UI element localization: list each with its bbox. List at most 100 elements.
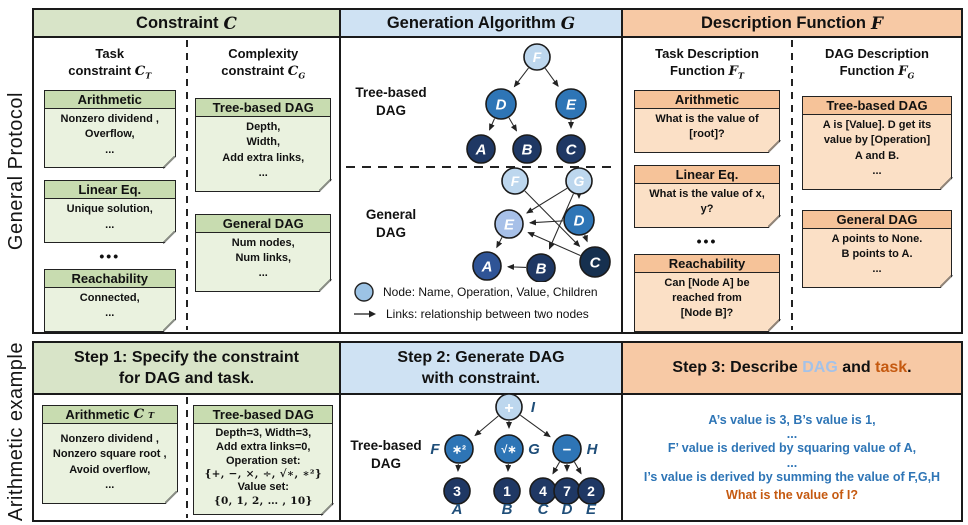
arithmetic-example-panel: Step 1: Specify the constraint for DAG a… — [32, 341, 963, 522]
note-reachability-description: Reachability Can [Node A] be reached fro… — [634, 253, 781, 333]
svg-text:G: G — [528, 441, 540, 458]
note-arithmetic-description: Arithmetic What is the value of [root]? — [634, 89, 781, 154]
note-line: Num links, — [235, 251, 292, 264]
note-line: Operation set: — [225, 454, 301, 467]
link-arrow-icon — [354, 310, 376, 318]
folded-corner — [767, 140, 781, 154]
note-title: General DAG — [196, 214, 331, 233]
note-line: Connected, — [79, 291, 140, 304]
folded-corner — [320, 502, 334, 516]
note-line: Can [Node A] be — [664, 276, 750, 289]
svg-text:D: D — [574, 212, 585, 229]
note-tree-dag-constraint: Tree-based DAG Depth, Width, Add extra l… — [195, 97, 332, 193]
step3-column: Step 3: Describe DAG and task. A’s value… — [621, 343, 961, 520]
note-title: Arithmetic — [44, 90, 175, 109]
description-body: Task Description Function FT Arithmetic … — [623, 38, 961, 333]
note-line: B points to A. — [841, 247, 913, 260]
description-line: F’ value is derived by squaring value of… — [667, 441, 917, 456]
note-line: ... — [258, 267, 268, 280]
task-question-line: What is the value of I? — [726, 487, 858, 502]
note-line: y? — [700, 203, 714, 216]
note-line: Avoid overflow, — [69, 463, 151, 476]
note-line: Depth=3, Width=3, — [215, 427, 312, 439]
note-line: A is [Value]. D get its — [822, 118, 932, 131]
svg-text:−: − — [563, 441, 572, 458]
folded-corner — [939, 177, 953, 191]
legend-node-row: Node: Name, Operation, Value, Children — [353, 282, 621, 302]
svg-text:F: F — [430, 441, 440, 458]
note-line: ... — [105, 218, 115, 231]
description-header-text: Description Function — [701, 13, 867, 32]
general-protocol-panel: Constraint C Task constraint CT Arithmet… — [32, 8, 963, 334]
note-line: Nonzero square root , — [52, 448, 167, 461]
step1-dag-subcolumn: Tree-based DAG Depth=3, Width=3, Add ext… — [188, 395, 340, 520]
note-title: General DAG — [803, 210, 951, 229]
note-line: What is the value of — [655, 112, 759, 125]
note-linear-eq-description: Linear Eq. What is the value of x, y? — [634, 164, 781, 229]
generation-header-text: Generation Algorithm — [386, 13, 556, 32]
folded-corner — [767, 319, 781, 333]
note-arithmetic-constraint: Arithmetic Nonzero dividend , Overflow, … — [43, 89, 177, 169]
note-line: Num nodes, — [231, 236, 295, 249]
ellipsis-dots: ••• — [99, 247, 121, 264]
task-constraint-heading: Task constraint CT — [68, 46, 152, 81]
note-reachability-constraint: Reachability Connected, ... — [43, 268, 177, 333]
description-line: A’s value is 3, B’s value is 1, — [708, 413, 876, 428]
note-line: Add extra links=0, — [216, 440, 311, 453]
constraint-header: Constraint C — [34, 10, 339, 38]
svg-text:C: C — [590, 254, 602, 271]
generation-header: Generation Algorithm G — [341, 10, 621, 38]
svg-text:1: 1 — [503, 483, 511, 499]
note-line: value by [Operation] — [823, 134, 931, 147]
note-line: reached from — [672, 291, 742, 304]
constraint-column: Constraint C Task constraint CT Arithmet… — [34, 10, 340, 333]
task-description-heading: Task Description Function FT — [655, 46, 759, 81]
note-line: Value set: — [237, 481, 289, 494]
description-header: Description Function F — [623, 10, 961, 38]
note-linear-eq-constraint: Linear Eq. Unique solution, ... — [43, 180, 177, 244]
row-label-general-protocol: General Protocol — [1, 8, 31, 334]
note-title: Tree-based DAG — [803, 96, 951, 115]
step2-tree-label: Tree-based DAG — [350, 437, 422, 471]
constraint-body: Task constraint CT Arithmetic Nonzero di… — [34, 38, 340, 333]
note-line: Unique solution, — [66, 203, 153, 216]
legend-links-text: Links: relationship between two nodes — [386, 307, 589, 321]
note-line: Add extra links, — [222, 151, 305, 164]
row-label-text: General Protocol — [4, 91, 27, 251]
note-line: ... — [258, 167, 268, 180]
svg-text:B: B — [536, 260, 547, 277]
dashed-divider-horizontal — [346, 166, 616, 168]
note-title: Linear Eq. — [635, 165, 779, 184]
folded-corner — [163, 155, 177, 169]
svg-text:H: H — [587, 441, 599, 458]
note-line: ... — [105, 143, 115, 156]
step1-column: Step 1: Specify the constraint for DAG a… — [34, 343, 339, 520]
note-line: ... — [872, 165, 882, 178]
svg-text:E: E — [586, 501, 597, 518]
svg-text:D: D — [562, 501, 573, 518]
complexity-constraint-subcolumn: Complexity constraint CG Tree-based DAG … — [188, 38, 340, 332]
svg-text:3: 3 — [453, 483, 461, 499]
svg-text:+: + — [504, 400, 513, 417]
note-line: A and B. — [854, 149, 900, 162]
task-constraint-subcolumn: Task constraint CT Arithmetic Nonzero di… — [34, 38, 186, 333]
note-line: ... — [105, 479, 115, 492]
node-circle-icon — [354, 282, 374, 302]
step1-header: Step 1: Specify the constraint for DAG a… — [34, 343, 339, 395]
note-title: Reachability — [44, 269, 175, 288]
step2-column: Step 2: Generate DAG with constraint. Tr… — [339, 343, 621, 520]
value-set-formula: {0, 1, 2, … , 10} — [213, 495, 313, 508]
note-line: Nonzero dividend , — [60, 433, 159, 445]
row-label-text: Arithmetic example — [4, 341, 27, 522]
svg-text:4: 4 — [539, 483, 547, 499]
folded-corner — [163, 230, 177, 244]
step3-body: A’s value is 3, B’s value is 1, ... F’ v… — [623, 395, 961, 520]
constraint-header-text: Constraint — [136, 13, 219, 32]
svg-text:E: E — [566, 96, 577, 113]
dashed-divider — [185, 40, 188, 330]
